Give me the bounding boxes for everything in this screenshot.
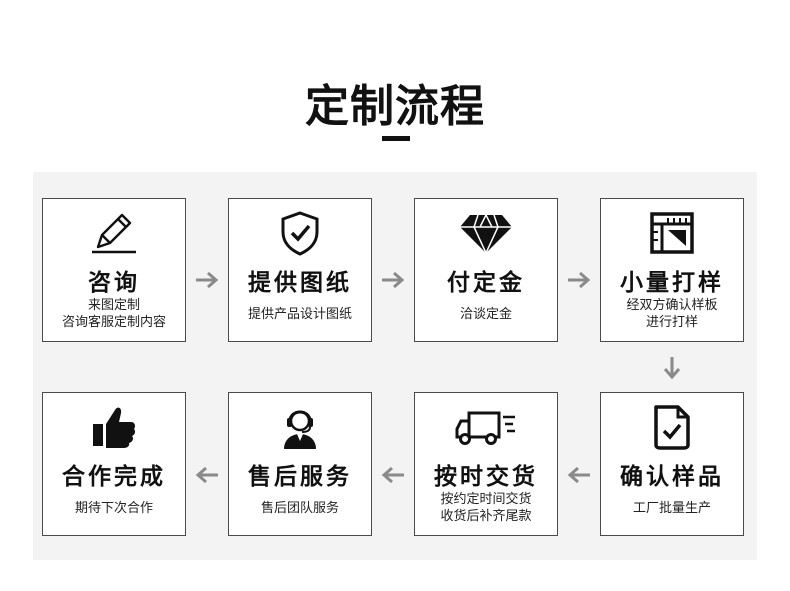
- diamond-icon: [415, 209, 557, 257]
- step-name: 按时交货: [434, 464, 538, 490]
- step-card-completed: 合作完成 期待下次合作: [42, 392, 186, 536]
- step-card-after-sales: 售后服务 售后团队服务: [228, 392, 372, 536]
- document-check-icon: [601, 403, 743, 451]
- arrow-left-icon: [565, 463, 593, 487]
- arrow-right-icon: [565, 268, 593, 292]
- customer-service-icon: [229, 403, 371, 451]
- step-card-sampling: 小量打样 经双方确认样板 进行打样: [600, 198, 744, 342]
- step-description: 期待下次合作: [74, 501, 153, 516]
- step-name: 付定金: [447, 270, 525, 296]
- step-name: 小量打样: [620, 270, 724, 296]
- step-name: 售后服务: [248, 464, 352, 490]
- step-description: 工厂批量生产: [632, 501, 711, 516]
- arrow-right-icon: [379, 268, 407, 292]
- step-description: 售后团队服务: [260, 501, 339, 516]
- arrow-down-icon: [658, 356, 686, 380]
- step-card-consult: 咨询 来图定制 咨询客服定制内容: [42, 198, 186, 342]
- step-card-delivery: 按时交货 按约定时间交货 收货后补齐尾款: [414, 392, 558, 536]
- page-title: 定制流程: [305, 81, 485, 132]
- step-description: 按约定时间交货 收货后补齐尾款: [440, 492, 532, 524]
- step-name: 合作完成: [62, 464, 166, 490]
- arrow-left-icon: [379, 463, 407, 487]
- step-card-confirm-sample: 确认样品 工厂批量生产: [600, 392, 744, 536]
- step-description: 提供产品设计图纸: [247, 307, 352, 322]
- thumbs-up-icon: [43, 403, 185, 451]
- title-underline: [382, 136, 410, 141]
- step-card-drawings: 提供图纸 提供产品设计图纸: [228, 198, 372, 342]
- step-description: 经双方确认样板 进行打样: [626, 298, 718, 330]
- step-description: 来图定制 咨询客服定制内容: [61, 298, 166, 330]
- step-name: 提供图纸: [248, 270, 352, 296]
- step-name: 咨询: [88, 270, 140, 296]
- delivery-truck-icon: [415, 403, 557, 451]
- arrow-left-icon: [193, 463, 221, 487]
- step-description: 洽谈定金: [459, 307, 512, 322]
- arrow-right-icon: [193, 268, 221, 292]
- step-name: 确认样品: [620, 464, 724, 490]
- ruler-square-icon: [601, 209, 743, 257]
- shield-check-icon: [229, 209, 371, 257]
- step-card-deposit: 付定金 洽谈定金: [414, 198, 558, 342]
- pencil-icon: [43, 209, 185, 257]
